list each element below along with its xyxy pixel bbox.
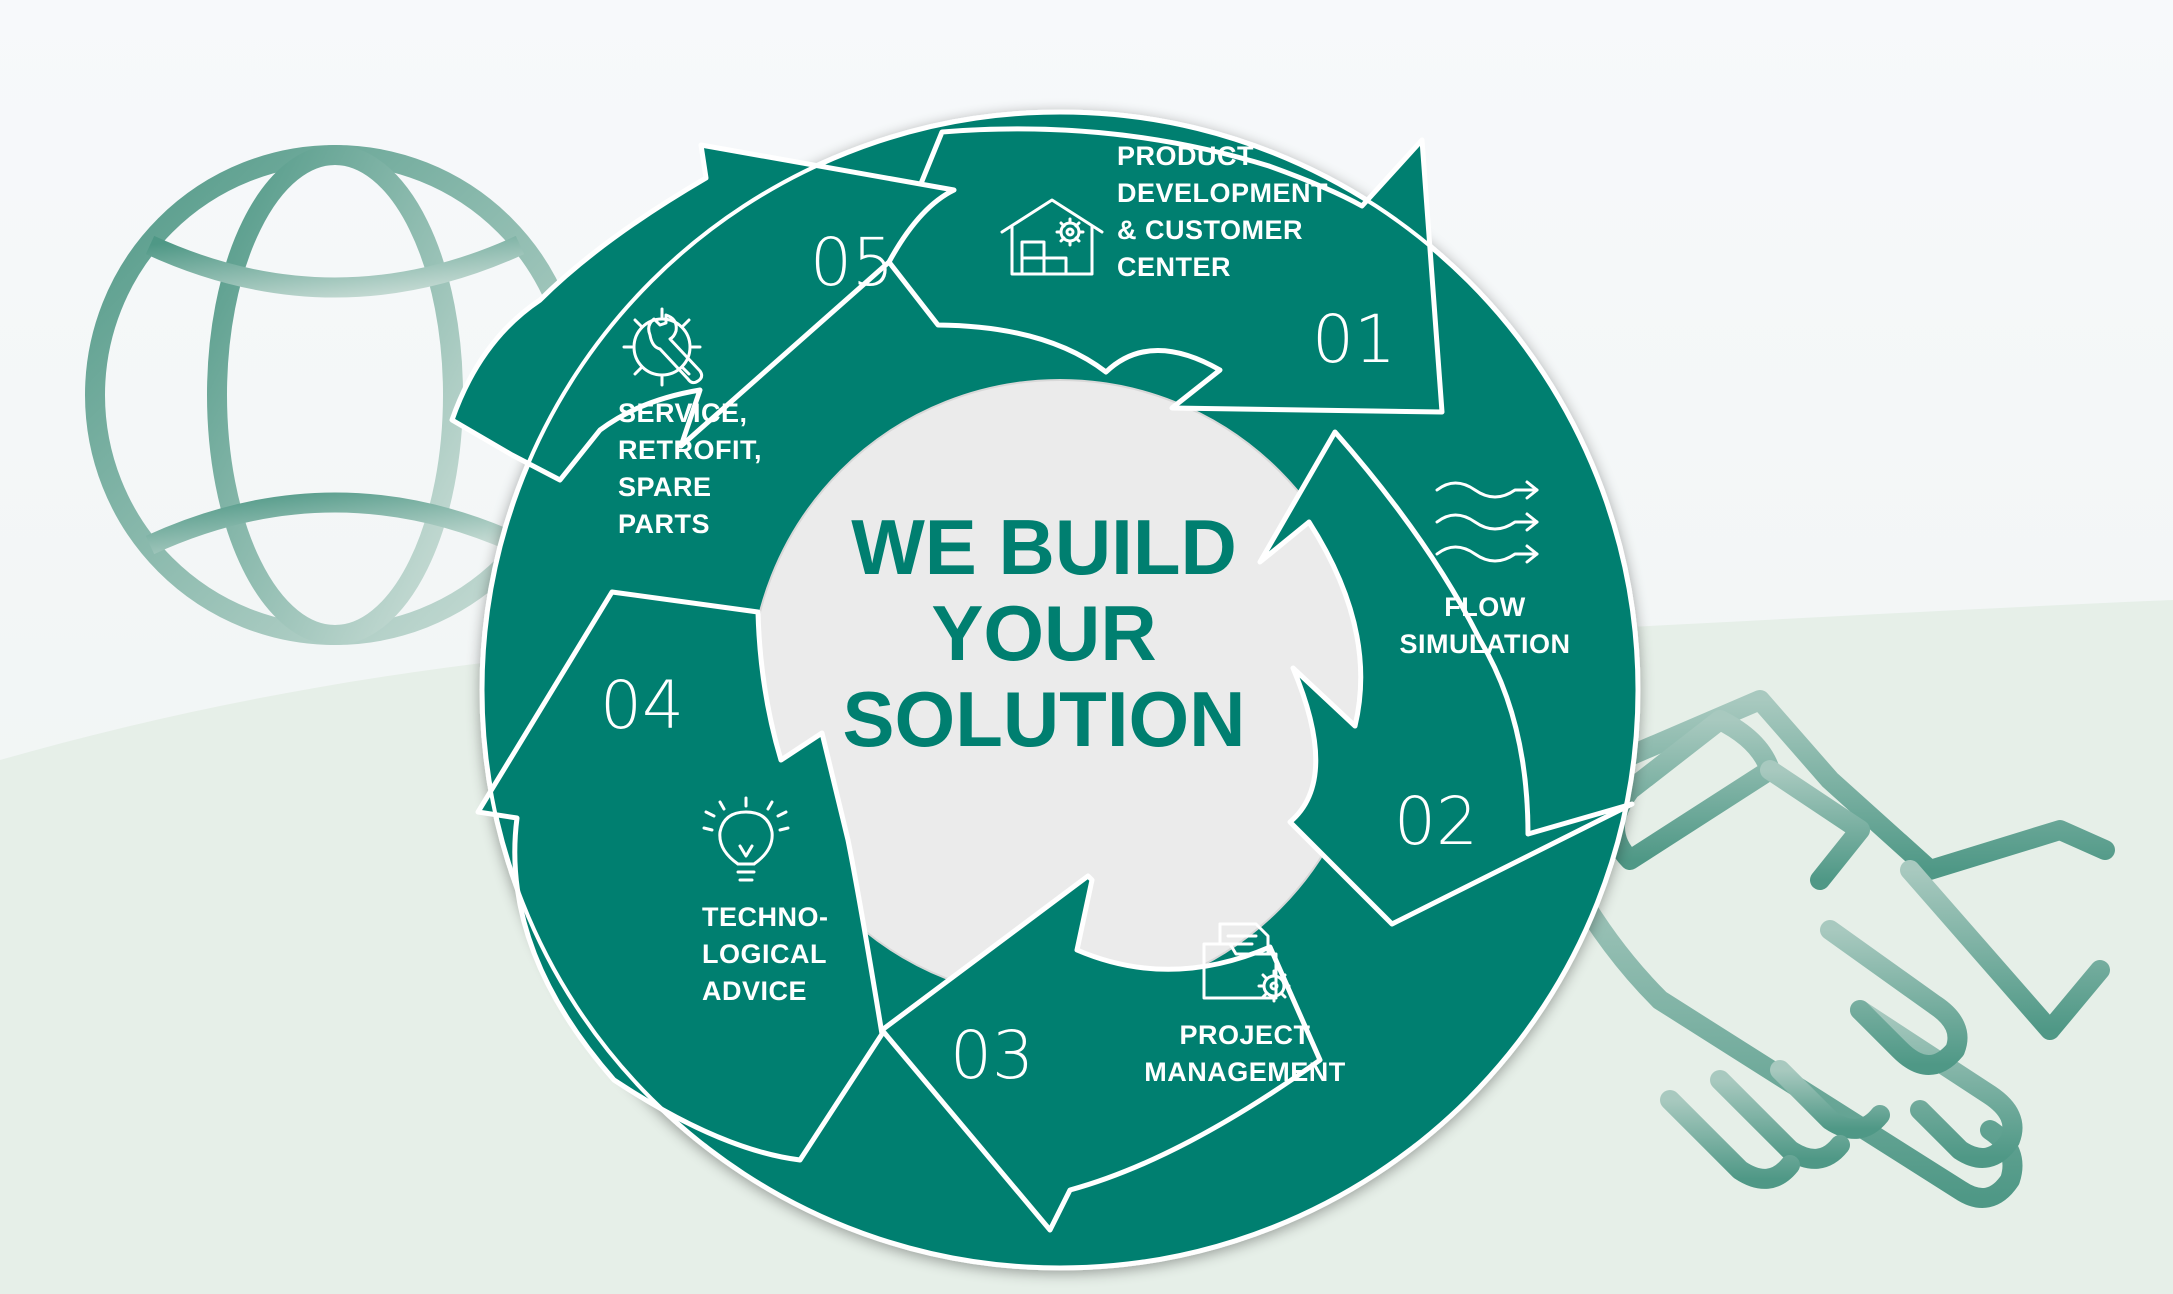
flow-arrows-icon — [1435, 480, 1539, 564]
step-label-05-line-4: PARTS — [618, 509, 710, 539]
warehouse-gear-icon — [1000, 198, 1104, 276]
step-number-02: 02 — [1394, 783, 1478, 860]
step-label-01-line-2: DEVELOPMENT — [1117, 178, 1328, 208]
step-label-05-line-3: SPARE — [618, 472, 712, 502]
step-number-01: 01 — [1312, 301, 1396, 378]
step-label-04-line-2: LOGICAL — [702, 939, 827, 969]
lightbulb-icon — [702, 796, 790, 882]
center-title-line-3: SOLUTION — [843, 675, 1246, 763]
folder-gear-icon — [1202, 922, 1291, 1003]
center-title-line-1: WE BUILD — [851, 503, 1237, 591]
step-label-05-line-2: RETROFIT, — [618, 435, 762, 465]
step-label-04: TECHNO- LOGICAL ADVICE — [702, 902, 829, 1006]
step-label-05: SERVICE, RETROFIT, SPARE PARTS — [618, 398, 762, 539]
arrow-segment-01 — [886, 126, 1445, 415]
arrow-segment-04 — [475, 589, 885, 1163]
step-label-05-line-1: SERVICE, — [618, 398, 748, 428]
gear-wrench-icon — [622, 307, 704, 387]
step-label-03-line-2: MANAGEMENT — [1144, 1057, 1346, 1087]
step-label-02-line-2: SIMULATION — [1400, 629, 1571, 659]
step-label-03-line-1: PROJECT — [1179, 1020, 1310, 1050]
step-number-05: 05 — [810, 224, 894, 301]
step-label-01-line-3: & CUSTOMER — [1117, 215, 1303, 245]
step-label-02: FLOW SIMULATION — [1400, 592, 1571, 659]
step-label-03: PROJECT MANAGEMENT — [1144, 1020, 1346, 1087]
arrow-segment-02 — [1257, 429, 1635, 927]
center-title: WE BUILD YOUR SOLUTION — [843, 503, 1246, 763]
step-label-01: PRODUCT DEVELOPMENT & CUSTOMER CENTER — [1117, 141, 1328, 282]
step-number-04: 04 — [600, 667, 684, 744]
step-label-01-line-4: CENTER — [1117, 252, 1231, 282]
arrow-segment-05 — [449, 142, 957, 483]
step-label-04-line-3: ADVICE — [702, 976, 807, 1006]
step-label-04-line-1: TECHNO- — [702, 902, 829, 932]
arrow-segment-03 — [879, 873, 1323, 1233]
step-number-03: 03 — [950, 1017, 1034, 1094]
center-title-line-2: YOUR — [931, 589, 1156, 677]
step-label-01-line-1: PRODUCT — [1117, 141, 1254, 171]
step-label-02-line-1: FLOW — [1444, 592, 1525, 622]
handshake-icon — [1550, 690, 2115, 1208]
